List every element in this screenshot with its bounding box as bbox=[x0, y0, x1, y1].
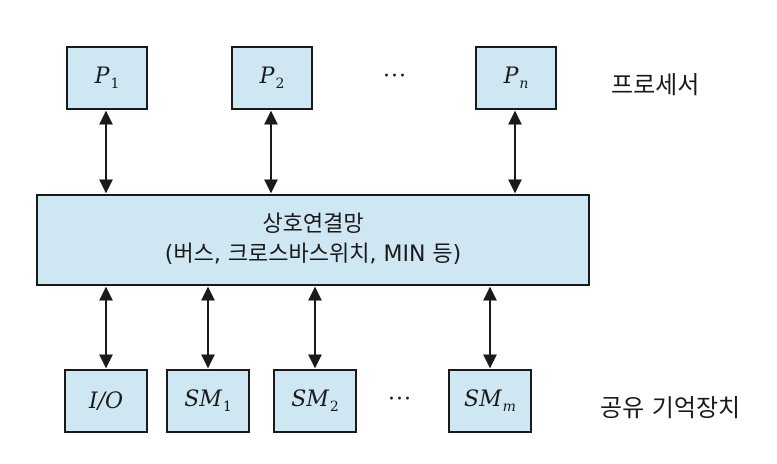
processor-p1: P1 bbox=[66, 46, 148, 110]
processor-pn-label: Pn bbox=[503, 64, 529, 92]
interconnect-network: 상호연결망 (버스, 크로스바스위치, MIN 등) bbox=[36, 194, 590, 286]
interconnect-subtitle: (버스, 크로스바스위치, MIN 등) bbox=[164, 242, 462, 267]
processors-label: 프로세서 bbox=[611, 71, 700, 99]
interconnect-title: 상호연결망 bbox=[262, 212, 364, 237]
shared-memory-label: 공유 기억장치 bbox=[600, 394, 741, 422]
processor-pn: Pn bbox=[475, 46, 557, 110]
shared-memory-smm: SMm bbox=[448, 369, 532, 433]
io-label: I/O bbox=[88, 388, 124, 414]
sm2-label: SM2 bbox=[291, 387, 339, 415]
io-box: I/O bbox=[64, 369, 148, 433]
shared-memory-sm1: SM1 bbox=[166, 369, 250, 433]
processor-p1-label: P1 bbox=[94, 64, 120, 92]
smm-label: SMm bbox=[464, 387, 516, 415]
processor-p2-label: P2 bbox=[259, 64, 285, 92]
memory-ellipsis: ··· bbox=[388, 387, 412, 412]
processor-p2: P2 bbox=[231, 46, 313, 110]
processor-ellipsis: ··· bbox=[383, 64, 407, 89]
shared-memory-sm2: SM2 bbox=[273, 369, 357, 433]
sm1-label: SM1 bbox=[184, 387, 232, 415]
